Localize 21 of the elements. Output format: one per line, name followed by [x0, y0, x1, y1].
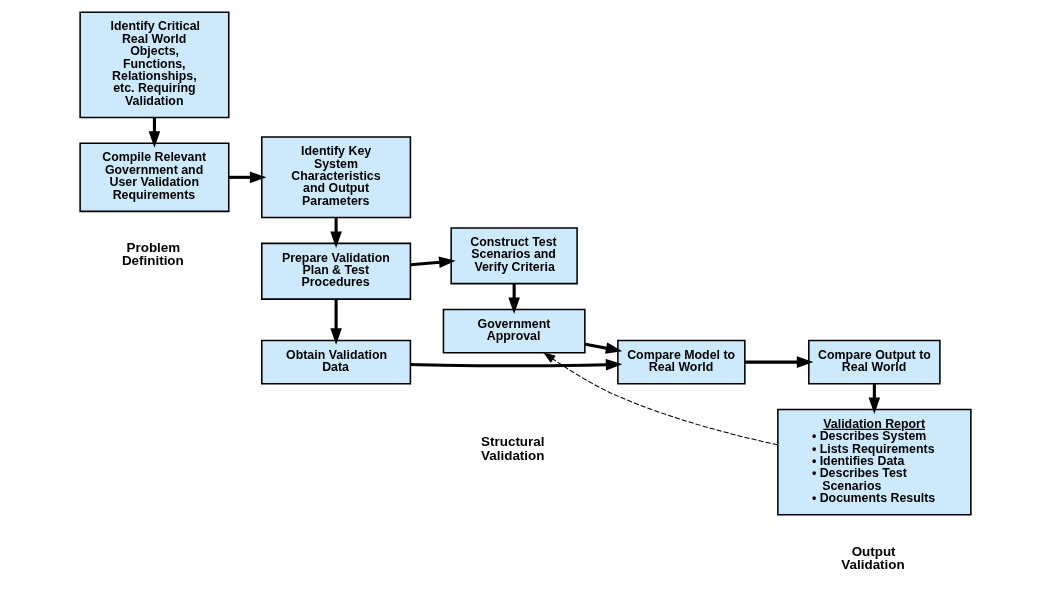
arrow	[228, 171, 267, 184]
node-box: Identify Key System Characteristics and Output Parameters	[261, 136, 412, 219]
arrow	[410, 256, 456, 269]
label: Output Validation	[841, 543, 905, 572]
arrow	[330, 299, 342, 345]
label: Structural Validation	[481, 434, 545, 463]
arrow	[410, 358, 623, 371]
node-box: Government Approval	[442, 308, 586, 354]
node-box: Prepare Validation Plan & Test Procedures	[261, 242, 412, 300]
arrow	[543, 352, 779, 446]
arrow	[330, 218, 342, 249]
node-box: Validation Report • Describes System • Lists Requirements • Identifies Data • Describes Test Scenarios • Documents Results	[777, 408, 972, 516]
node-box: Compile Relevant Government and User Validation Requirements	[79, 142, 230, 213]
node-box: Obtain Validation Data	[261, 339, 412, 385]
node-box: Construct Test Scenarios and Verify Criteria	[450, 227, 578, 285]
label: Problem Definition	[121, 240, 184, 269]
node-box: Identify Critical Real World Objects, Functions, Relationships, etc. Requiring Validation	[79, 11, 230, 119]
arrow	[584, 342, 623, 354]
node-box: Compare Output to Real World	[808, 339, 941, 385]
arrow	[744, 356, 814, 368]
node-box: Compare Model to Real World	[617, 339, 746, 385]
